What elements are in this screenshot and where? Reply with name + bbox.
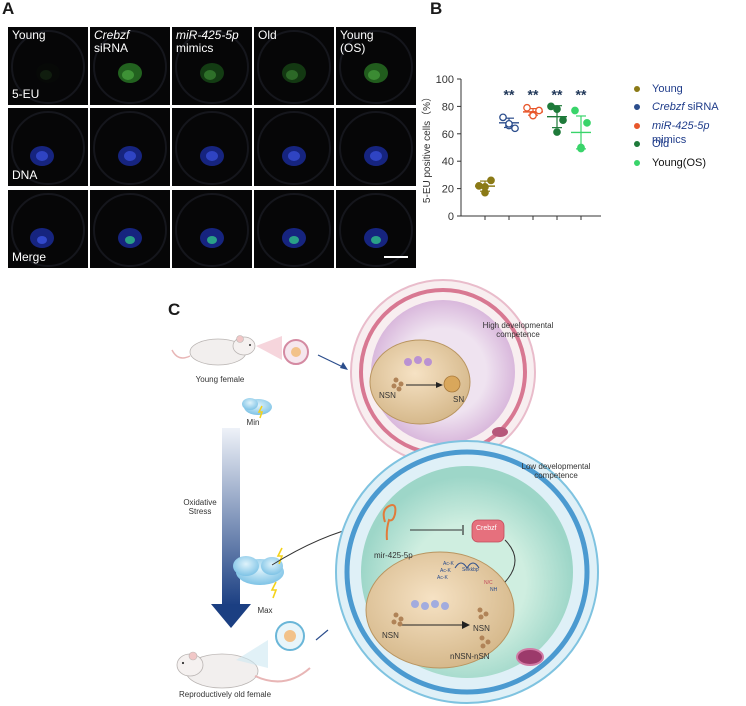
legend-marker bbox=[634, 86, 640, 92]
mark-label-5: N/C bbox=[484, 580, 493, 586]
data-point bbox=[583, 118, 591, 127]
low-competence-oocyte bbox=[335, 440, 599, 704]
sn-label: SN bbox=[453, 395, 465, 404]
scale-bar bbox=[384, 256, 408, 258]
data-point bbox=[529, 111, 537, 120]
column-label: Old bbox=[258, 28, 277, 42]
data-point bbox=[559, 116, 567, 124]
nsn-top-label: NSN bbox=[379, 391, 396, 400]
y-axis-title: 5-EU positive cells（%） bbox=[421, 92, 433, 203]
micrograph-cell bbox=[336, 108, 416, 186]
legend-item: Old bbox=[634, 137, 669, 151]
young-mouse-illustration bbox=[171, 335, 282, 366]
micrograph-cell: Young 5-EU bbox=[8, 27, 88, 105]
legend-item: Young bbox=[634, 82, 683, 96]
y-tick-label: 0 bbox=[448, 211, 454, 223]
legend-item: miR-425-5p mimics bbox=[634, 119, 746, 146]
significance-label: ** bbox=[552, 86, 563, 102]
row-label: 5-EU bbox=[12, 87, 40, 101]
micrograph-cell: Merge bbox=[8, 190, 88, 268]
high-competence-oocyte bbox=[350, 279, 536, 465]
y-tick-label: 60 bbox=[442, 129, 454, 141]
oxidative-stress-label: Oxidative Stress bbox=[183, 498, 217, 516]
mark-label-2: Ac-K bbox=[440, 568, 451, 574]
low-competence-label: Low developmental competence bbox=[521, 462, 591, 480]
data-point bbox=[505, 119, 513, 128]
min-label: Min bbox=[246, 418, 260, 427]
legend-item: Crebzf siRNA bbox=[634, 100, 719, 114]
micrograph-cell bbox=[254, 108, 334, 186]
mark-label-1: Ac-K bbox=[443, 561, 454, 567]
crebzf-protein-icon bbox=[471, 519, 505, 543]
panel-a-letter: A bbox=[2, 0, 15, 18]
old-mouse-illustration bbox=[176, 640, 311, 689]
data-point bbox=[481, 183, 489, 191]
crebzf-label: Crebzf bbox=[476, 525, 497, 532]
column-label: Young(OS) bbox=[340, 28, 374, 55]
mirna-label: mir-425-5p bbox=[374, 551, 413, 560]
data-point bbox=[499, 113, 507, 122]
old-arrow bbox=[315, 629, 329, 641]
micrograph-cell bbox=[254, 190, 334, 268]
data-point bbox=[547, 102, 555, 111]
min-cloud-icon bbox=[242, 398, 272, 419]
nnsn-nsn-label: nNSN-nSN bbox=[450, 652, 490, 661]
micrograph-cell: Old bbox=[254, 27, 334, 105]
data-point bbox=[523, 103, 531, 112]
legend-marker bbox=[634, 104, 640, 110]
panel-c-letter: C bbox=[168, 300, 181, 319]
legend-item: Young(OS) bbox=[634, 156, 706, 170]
row-label: DNA bbox=[12, 168, 38, 182]
data-point bbox=[577, 144, 585, 153]
y-tick-label: 20 bbox=[442, 184, 454, 196]
max-cloud-icon bbox=[233, 547, 284, 599]
max-label: Max bbox=[257, 606, 273, 615]
young-female-label: Young female bbox=[195, 375, 245, 384]
micrograph-cell bbox=[172, 190, 252, 268]
mark-label-6: NH bbox=[490, 587, 498, 593]
mark-label-4: Sekkbp bbox=[462, 567, 479, 573]
micrograph-cell bbox=[90, 108, 170, 186]
mark-label-3: Ac-K bbox=[437, 575, 448, 581]
micrograph-cell: DNA bbox=[8, 108, 88, 186]
data-point bbox=[535, 106, 543, 115]
old-female-label: Reproductively old female bbox=[178, 690, 272, 699]
data-point bbox=[487, 176, 495, 185]
significance-label: ** bbox=[576, 86, 587, 102]
legend-marker bbox=[634, 141, 640, 147]
oxidative-stress-arrow bbox=[211, 428, 251, 628]
micrograph-cell bbox=[90, 190, 170, 268]
young-oocyte-icon bbox=[283, 339, 309, 365]
high-competence-label: High developmental competence bbox=[482, 321, 554, 339]
significance-label: ** bbox=[528, 86, 539, 102]
nsn-bottom-label: NSN bbox=[382, 631, 399, 640]
old-oocyte-icon bbox=[275, 621, 305, 651]
data-point bbox=[553, 128, 561, 136]
column-label: Young bbox=[12, 28, 46, 42]
legend-marker bbox=[634, 160, 640, 166]
nsn-right-label: NSN bbox=[473, 624, 490, 633]
y-tick-label: 80 bbox=[442, 101, 454, 113]
significance-label: ** bbox=[504, 86, 515, 102]
data-point bbox=[571, 106, 579, 115]
data-point bbox=[553, 105, 561, 113]
legend-marker bbox=[634, 123, 640, 129]
young-arrow bbox=[317, 354, 346, 369]
mirna-hairpin-icon bbox=[382, 504, 397, 541]
y-tick-label: 100 bbox=[436, 74, 454, 86]
micrograph-cell: Young(OS) bbox=[336, 27, 416, 105]
panel-b-letter: B bbox=[430, 0, 443, 18]
row-label: Merge bbox=[12, 250, 47, 264]
micrograph-cell bbox=[172, 108, 252, 186]
data-point bbox=[511, 124, 519, 133]
y-tick-label: 40 bbox=[442, 156, 454, 168]
micrograph-cell bbox=[336, 190, 416, 268]
